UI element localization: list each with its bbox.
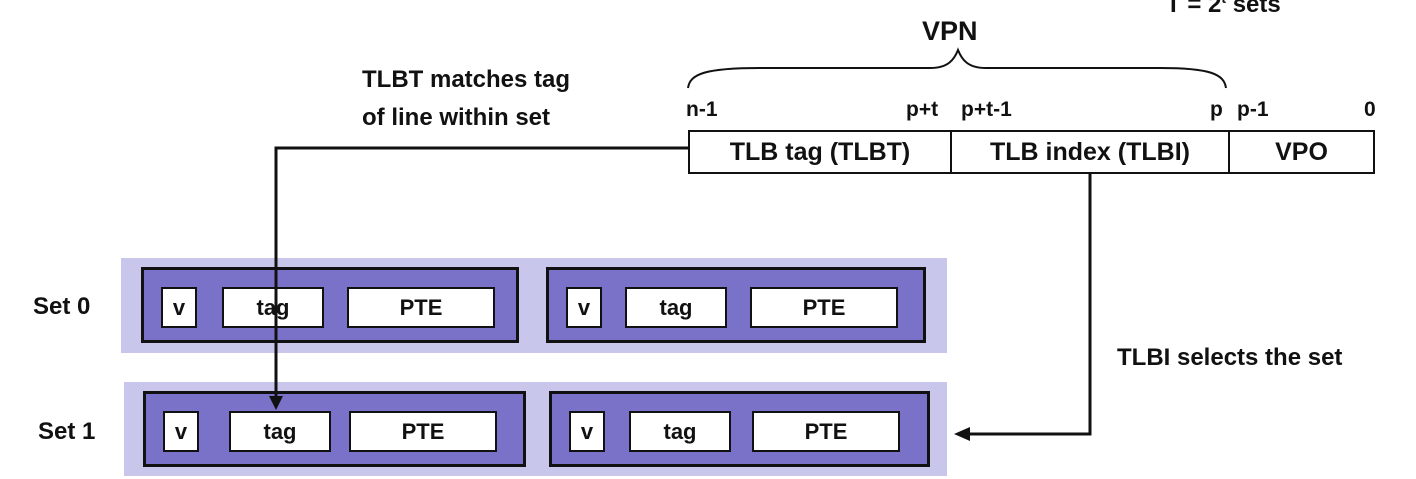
set-0-line-1: v tag PTE [546, 267, 926, 343]
tlb-tag-field: TLB tag (TLBT) [688, 130, 952, 174]
tlb-index-field: TLB index (TLBI) [950, 130, 1230, 174]
bit-label-p-plus-t-minus-1: p+t-1 [961, 98, 1012, 121]
pte-cell: PTE [347, 287, 495, 328]
vpn-label: VPN [922, 16, 978, 46]
tlbi-select-annotation: TLBI selects the set [1117, 344, 1343, 371]
valid-bit-cell: v [161, 287, 197, 328]
tlbi-arrowhead [954, 427, 970, 441]
pte-cell: PTE [349, 411, 497, 452]
set-0-label: Set 0 [33, 293, 91, 320]
set-count-text: T = 2t sets [1166, 0, 1281, 19]
pte-cell: PTE [752, 411, 900, 452]
bit-label-p-plus-t: p+t [906, 98, 939, 121]
set-1-label: Set 1 [38, 418, 96, 445]
valid-bit-cell: v [163, 411, 199, 452]
tlbt-match-connector [274, 146, 688, 398]
tag-cell: tag [629, 411, 731, 452]
bit-label-p-minus-1: p-1 [1237, 98, 1269, 121]
tlbt-match-annotation-line2: of line within set [362, 104, 551, 131]
set-count-suffix: sets [1226, 0, 1281, 18]
pte-cell: PTE [750, 287, 898, 328]
tlbt-match-annotation-line1: TLBT matches tag [362, 66, 571, 93]
tlbt-arrowhead [269, 396, 283, 410]
valid-bit-cell: v [569, 411, 605, 452]
bit-label-p: p [1210, 98, 1223, 121]
set-1-line-1: v tag PTE [549, 391, 930, 467]
set-count-exponent: t [1221, 0, 1226, 6]
bit-label-0: 0 [1364, 98, 1376, 121]
vpo-field: VPO [1228, 130, 1375, 174]
valid-bit-cell: v [566, 287, 602, 328]
vpn-brace [687, 47, 1227, 89]
bit-label-n-1: n-1 [686, 98, 718, 121]
set-count-base: T = 2 [1166, 0, 1222, 18]
set-0-line-0: v tag PTE [141, 267, 519, 343]
tlbi-select-connector [968, 174, 1092, 436]
tag-cell: tag [229, 411, 331, 452]
tag-cell: tag [222, 287, 324, 328]
tag-cell: tag [625, 287, 727, 328]
set-1-line-0: v tag PTE [143, 391, 526, 467]
